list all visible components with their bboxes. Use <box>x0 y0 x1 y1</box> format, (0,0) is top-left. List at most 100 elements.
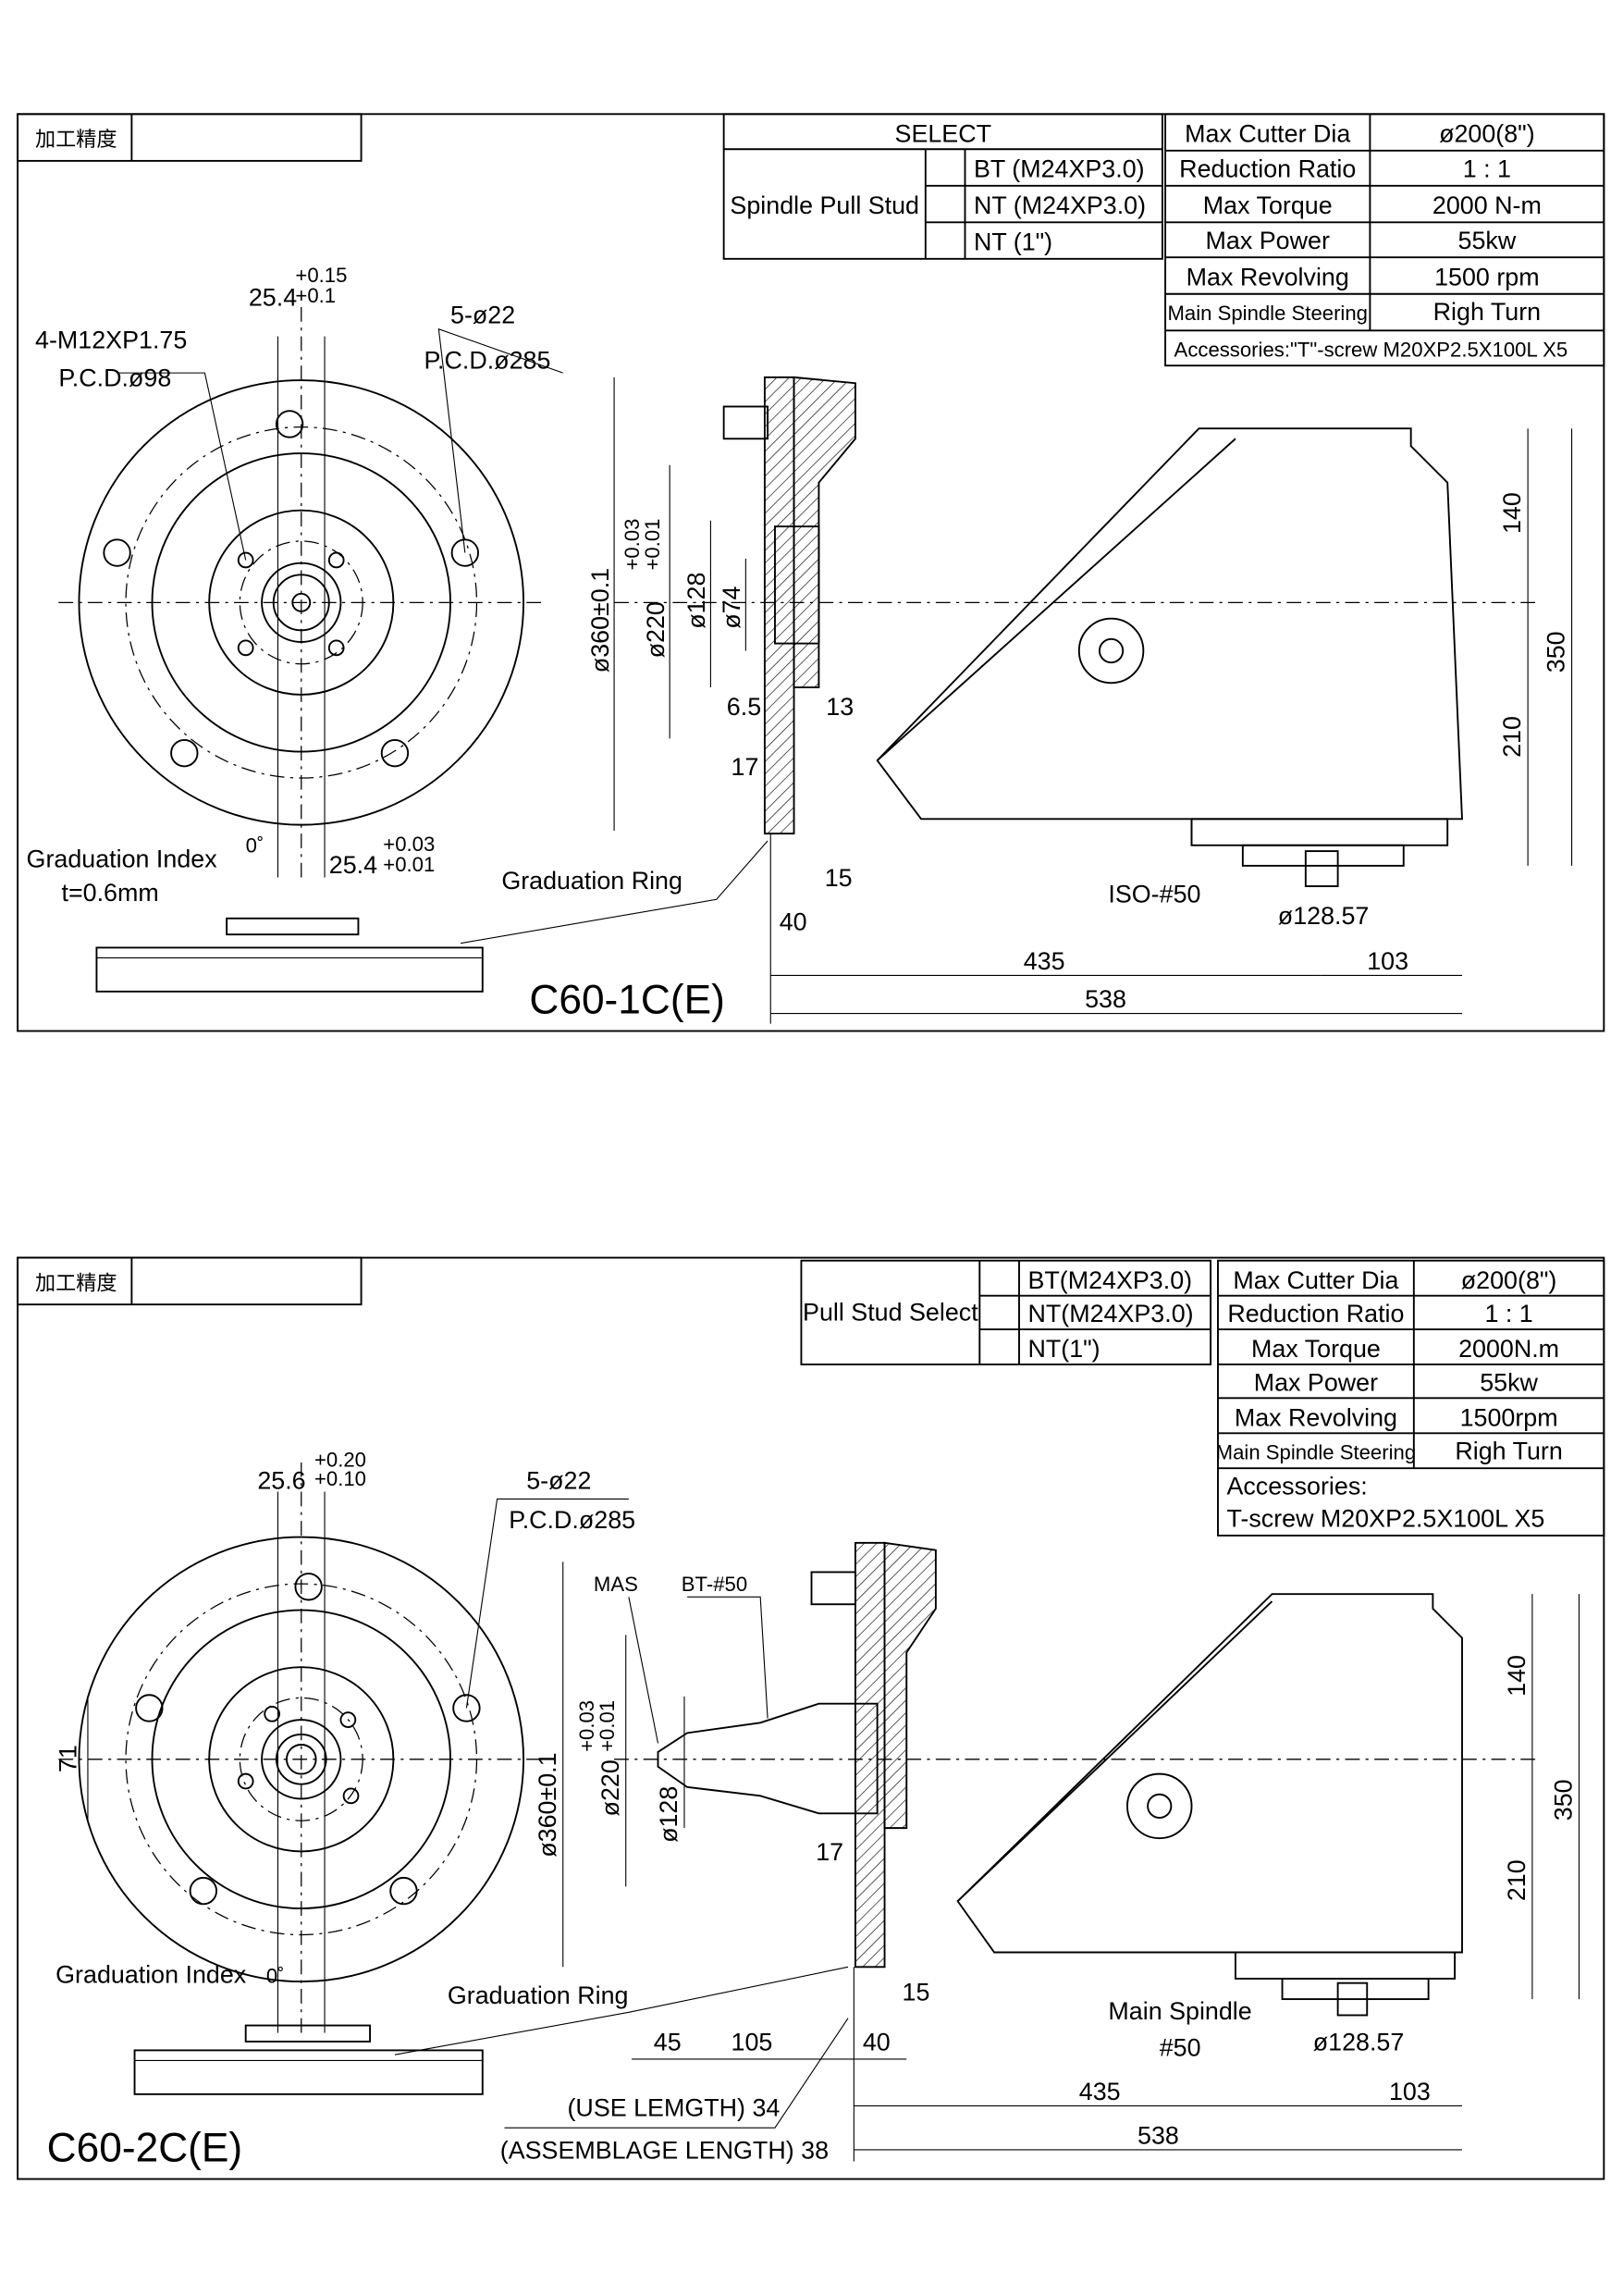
spec-label: Main Spindle Steering <box>1216 1441 1416 1464</box>
pull-stud-label: Spindle Pull Stud <box>730 191 919 219</box>
spec-value: 55kw <box>1458 227 1517 254</box>
spec-label: Max Cutter Dia <box>1233 1266 1398 1294</box>
dim-435: 435 <box>1079 2078 1121 2105</box>
accuracy-label: 加工精度 <box>35 1271 117 1294</box>
tolerance: +0.01 <box>383 853 435 876</box>
spec-label: Main Spindle Steering <box>1168 302 1368 325</box>
dim-103: 103 <box>1389 2078 1431 2105</box>
bt50-label: BT-#50 <box>682 1573 747 1596</box>
tolerance: +0.15 <box>295 264 347 287</box>
holes-spec: 5-ø22 <box>450 301 515 328</box>
main-spindle-number: #50 <box>1160 2034 1201 2062</box>
zero-degree: 0˚ <box>266 1965 285 1988</box>
dim-13: 13 <box>826 693 854 721</box>
dim-40: 40 <box>780 907 807 935</box>
drawing-panel-c60-1c: 加工精度 SELECT Spindle Pull Stud BT (M24XP3… <box>17 113 1605 1032</box>
spec-value: Righ Turn <box>1433 298 1541 326</box>
tolerance: +0.01 <box>596 1700 619 1752</box>
zero-degree: 0˚ <box>246 834 264 858</box>
assemblage-length: (ASSEMBLAGE LENGTH) 38 <box>500 2136 829 2164</box>
tolerance: +0.03 <box>621 519 644 571</box>
pull-stud-option: NT (1") <box>974 228 1052 255</box>
spec-label: Max Revolving <box>1235 1403 1397 1431</box>
dim-538: 538 <box>1085 985 1126 1013</box>
spec-table: Max Cutter Dia ø200(8") Reduction Ratio … <box>1216 1259 1605 1537</box>
holes-pcd: P.C.D.ø285 <box>509 1506 635 1534</box>
spec-table: Max Cutter Dia ø200(8") Reduction Ratio … <box>1164 113 1605 367</box>
pull-stud-select-table: SELECT Spindle Pull Stud BT (M24XP3.0) N… <box>722 113 1163 260</box>
accessories-line1: Accessories: <box>1226 1473 1367 1500</box>
bolt-spec: 4-M12XP1.75 <box>35 326 187 353</box>
iso-label: ISO-#50 <box>1108 880 1200 907</box>
model-label: C60-2C(E) <box>47 2126 242 2171</box>
accessories-line2: T-screw M20XP2.5X100L X5 <box>1226 1504 1544 1532</box>
mas-label: MAS <box>594 1573 638 1596</box>
dim-140: 140 <box>1498 492 1526 534</box>
dim-d128-57: ø128.57 <box>1313 2028 1405 2055</box>
tolerance: +0.03 <box>383 833 435 856</box>
spec-value: 2000 N-m <box>1432 191 1542 219</box>
spec-value: 1 : 1 <box>1463 154 1511 182</box>
spec-label: Max Power <box>1206 227 1330 254</box>
holes-spec: 5-ø22 <box>526 1466 591 1494</box>
dim-210: 210 <box>1503 1859 1531 1901</box>
pull-stud-option: NT(M24XP3.0) <box>1027 1300 1193 1327</box>
dim-15: 15 <box>903 1979 930 2006</box>
holes-pcd: P.C.D.ø285 <box>424 346 551 374</box>
key-width-dim: 25.4 <box>329 851 377 879</box>
spec-label: Max Revolving <box>1187 263 1349 290</box>
graduation-ring-label: Graduation Ring <box>448 1981 629 2009</box>
spec-label: Max Power <box>1254 1368 1378 1396</box>
main-spindle-label: Main Spindle <box>1108 1997 1251 2025</box>
tolerance: +0.01 <box>641 519 664 571</box>
side-view: ø360±0.1 ø220 +0.03 +0.01 ø128 MAS BT-#5… <box>500 1541 1580 2164</box>
dim-d128-57: ø128.57 <box>1278 902 1370 930</box>
use-length: (USE LEMGTH) 34 <box>567 2094 780 2122</box>
dim-d128: ø128 <box>682 573 710 629</box>
drawing-panel-c60-2c: 加工精度 Pull Stud Select BT(M24XP3.0) NT(M2… <box>17 1256 1605 2180</box>
spec-value: 1 : 1 <box>1484 1300 1532 1327</box>
dim-d360: ø360±0.1 <box>586 568 614 673</box>
tolerance: +0.03 <box>575 1700 598 1752</box>
dim-d128: ø128 <box>655 1786 682 1843</box>
key-width-dim: 25.4 <box>249 283 297 311</box>
pull-stud-option: BT(M24XP3.0) <box>1027 1266 1192 1294</box>
tolerance: +0.1 <box>295 284 336 307</box>
model-label: C60-1C(E) <box>529 978 724 1023</box>
spec-label: Max Cutter Dia <box>1185 119 1350 147</box>
select-header: SELECT <box>895 119 992 147</box>
spec-label: Max Torque <box>1251 1335 1381 1363</box>
spec-value: ø200(8") <box>1461 1266 1557 1294</box>
graduation-thickness: t=0.6mm <box>62 879 159 907</box>
side-view: ø360±0.1 ø220 +0.03 +0.01 ø128 ø74 6.5 1… <box>460 376 1573 1024</box>
bolt-pcd: P.C.D.ø98 <box>58 364 171 391</box>
spec-value: Righ Turn <box>1455 1438 1562 1465</box>
spec-label: Reduction Ratio <box>1227 1300 1404 1327</box>
pull-stud-label: Pull Stud Select <box>803 1299 978 1327</box>
tolerance: +0.20 <box>314 1449 366 1472</box>
dim-15: 15 <box>825 864 853 892</box>
front-view: 71 25.6 +0.20 +0.10 5-ø22 P.C.D.ø285 Gra… <box>47 1449 849 2171</box>
dim-103: 103 <box>1367 947 1408 975</box>
accessories: Accessories:"T"-screw M20XP2.5X100L X5 <box>1174 339 1568 362</box>
dim-17: 17 <box>816 1838 843 1866</box>
accuracy-box: 加工精度 <box>17 1256 363 1306</box>
spec-value: 1500rpm <box>1460 1403 1558 1431</box>
graduation-index-label: Graduation Index <box>55 1961 247 1989</box>
front-view: 25.4 +0.15 +0.1 4-M12XP1.75 P.C.D.ø98 5-… <box>27 264 725 1022</box>
pull-stud-option: BT (M24XP3.0) <box>974 154 1145 182</box>
pull-stud-select-table: Pull Stud Select BT(M24XP3.0) NT(M24XP3.… <box>800 1259 1212 1365</box>
dim-140: 140 <box>1503 1655 1531 1697</box>
spec-value: 2000N.m <box>1458 1335 1559 1363</box>
graduation-index-label: Graduation Index <box>27 845 218 872</box>
dim-435: 435 <box>1024 947 1065 975</box>
dim-105: 105 <box>732 2028 773 2055</box>
accuracy-label: 加工精度 <box>35 128 117 151</box>
pull-stud-option: NT (M24XP3.0) <box>974 191 1146 219</box>
spec-value: 1500 rpm <box>1434 263 1539 290</box>
dim-6-5: 6.5 <box>727 693 761 721</box>
dim-d360: ø360±0.1 <box>534 1752 561 1857</box>
spec-label: Max Torque <box>1203 191 1333 219</box>
dim-210: 210 <box>1498 716 1526 758</box>
